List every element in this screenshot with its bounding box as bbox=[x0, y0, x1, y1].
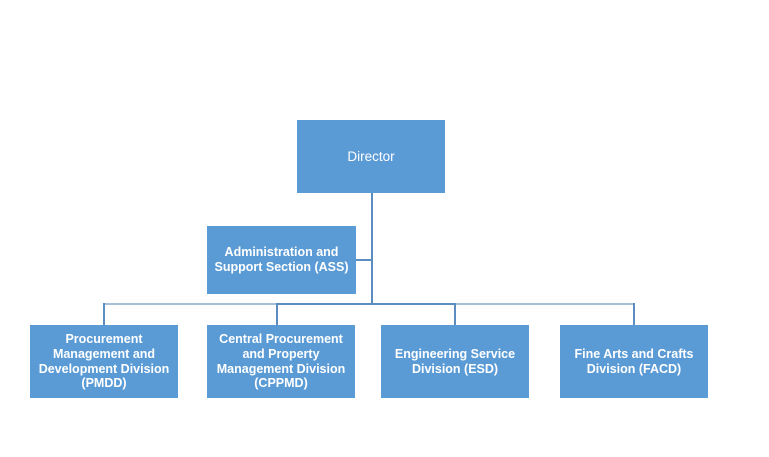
org-node-pmdd-label: Procurement Management and Development D… bbox=[38, 332, 170, 391]
org-node-director-label: Director bbox=[347, 148, 395, 164]
connector-bar-left-segment bbox=[103, 303, 278, 305]
org-node-esd[interactable]: Engineering Service Division (ESD) bbox=[381, 325, 529, 398]
connector-bar-right-segment bbox=[455, 303, 635, 305]
connector-bar-middle-segment bbox=[277, 303, 456, 305]
org-node-cppmd[interactable]: Central Procurement and Property Managem… bbox=[207, 325, 355, 398]
connector-drop-cppmd bbox=[276, 303, 278, 326]
org-node-ass-label: Administration and Support Section (ASS) bbox=[214, 245, 349, 274]
connector-drop-pmdd bbox=[103, 303, 105, 326]
org-node-facd-label: Fine Arts and Crafts Division (FACD) bbox=[574, 346, 694, 376]
org-node-esd-label: Engineering Service Division (ESD) bbox=[394, 346, 516, 376]
connector-director-trunk bbox=[371, 192, 373, 304]
org-node-administration-and-support-section[interactable]: Administration and Support Section (ASS) bbox=[207, 226, 356, 294]
org-node-director[interactable]: Director bbox=[297, 120, 445, 193]
org-node-pmdd[interactable]: Procurement Management and Development D… bbox=[30, 325, 178, 398]
connector-ass-stub bbox=[356, 259, 372, 261]
connector-drop-facd bbox=[633, 303, 635, 326]
org-node-facd[interactable]: Fine Arts and Crafts Division (FACD) bbox=[560, 325, 708, 398]
org-node-cppmd-label: Central Procurement and Property Managem… bbox=[216, 332, 346, 391]
connector-drop-esd bbox=[454, 303, 456, 326]
